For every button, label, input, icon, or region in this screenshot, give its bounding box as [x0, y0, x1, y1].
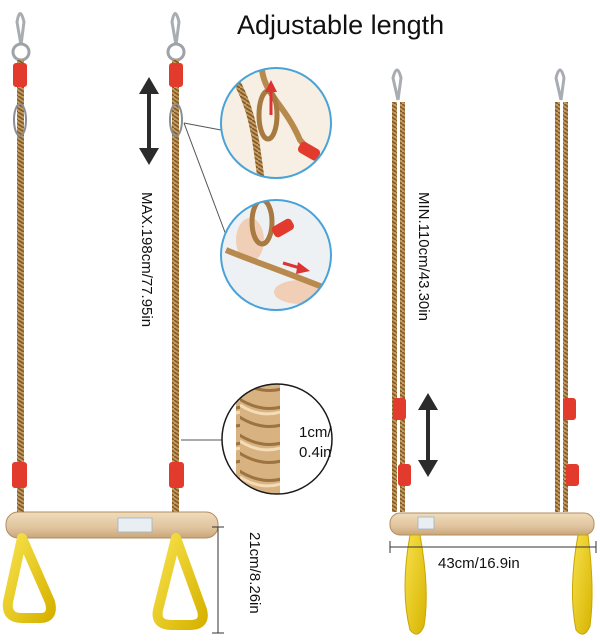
detail-circle-rope	[221, 383, 333, 495]
left-adjuster-bottom-2	[169, 462, 184, 488]
adjust-arrow-right	[418, 393, 438, 477]
left-ring-1	[2, 533, 56, 623]
left-hook-2	[166, 12, 186, 62]
detail-connectors	[181, 122, 227, 441]
left-adjuster-bottom-1	[12, 462, 27, 488]
left-hook-1	[11, 12, 31, 62]
right-hook-2	[554, 68, 566, 101]
ring-height-label: 21cm/8.26in	[246, 532, 263, 614]
bar-width-label: 43cm/16.9in	[438, 555, 520, 572]
bar-sticker	[117, 517, 153, 533]
right-adjuster-top-1	[393, 398, 406, 420]
left-adjuster-top-1	[13, 63, 27, 87]
right-trapeze-bar	[389, 512, 595, 536]
left-ring-2	[152, 533, 208, 630]
right-ring-1	[404, 534, 427, 635]
adjust-arrow-left	[139, 77, 159, 165]
min-length-label: MIN.110cm/43.30in	[415, 192, 432, 321]
detail-circle-knot-top	[220, 67, 332, 179]
left-trapeze-bar	[5, 511, 219, 539]
rope-diameter-in: 0.4in	[299, 444, 332, 461]
right-swing-short	[389, 68, 595, 635]
right-adjuster-bottom-2	[566, 464, 579, 486]
right-adjuster-bottom-1	[398, 464, 411, 486]
detail-circle-knot-bottom	[220, 199, 332, 311]
right-hook-1	[391, 68, 403, 101]
rope-diameter-cm: 1cm/	[299, 424, 332, 441]
right-ring-2	[571, 534, 593, 635]
bar-width-dimension	[389, 541, 597, 553]
right-adjuster-top-2	[563, 398, 576, 420]
max-length-label: MAX.198cm/77.95in	[138, 192, 155, 328]
page-title: Adjustable length	[237, 10, 445, 40]
left-adjuster-top-2	[169, 63, 183, 87]
ring-height-dimension	[212, 526, 224, 634]
left-swing-extended	[2, 12, 219, 630]
